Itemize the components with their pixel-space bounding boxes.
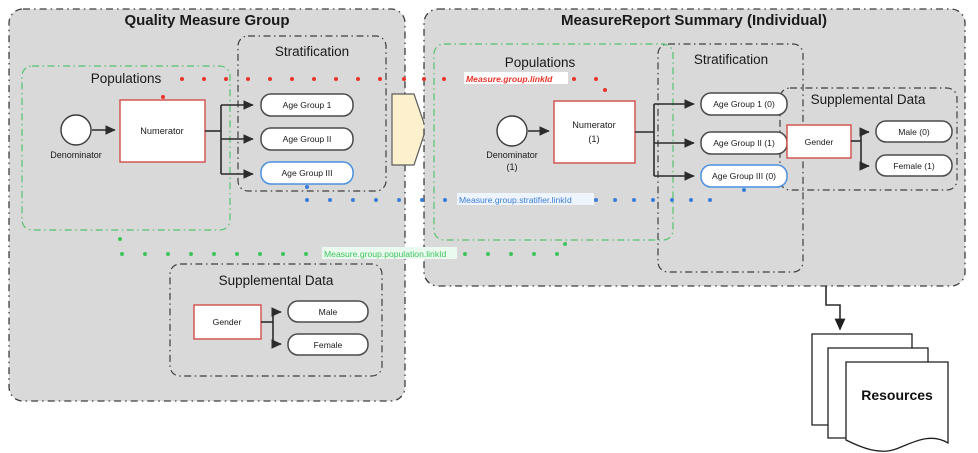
right-stratification-box xyxy=(657,43,804,273)
left-strat-pill-2-label: Age Group III xyxy=(281,168,332,178)
legend-population-linkid: Measure.group.population.linkId xyxy=(324,249,447,259)
green-legend-bg xyxy=(322,247,457,259)
right-numerator-label: Numerator xyxy=(572,120,615,130)
left-strat-pill-0-label: Age Group 1 xyxy=(283,100,332,110)
left-supplemental-title: Supplemental Data xyxy=(219,273,334,288)
left-gender-node xyxy=(193,304,262,340)
resource-sheet-front xyxy=(845,361,949,452)
left-gender-label: Gender xyxy=(213,317,242,327)
legend-group-linkid: Measure.group.linkId xyxy=(466,74,553,84)
right-supplemental-title: Supplemental Data xyxy=(811,92,926,107)
left-stratification-title: Stratification xyxy=(275,44,349,59)
right-supp-pill-1-label: Female (1) xyxy=(893,161,935,171)
right-supp-pill-0 xyxy=(875,120,953,143)
left-supplemental-box xyxy=(169,263,383,377)
left-stratification-box xyxy=(237,35,387,192)
flow-chevron-icon xyxy=(391,93,427,166)
right-stratification-title: Stratification xyxy=(694,52,768,67)
left-supp-pill-1-label: Female xyxy=(314,340,343,350)
right-denominator-count: (1) xyxy=(507,162,518,172)
red-linkage-dots xyxy=(161,77,607,99)
report-to-resources-connector xyxy=(825,286,846,331)
right-denominator-label: Denominator xyxy=(486,150,538,160)
left-numerator-node xyxy=(119,99,206,163)
left-supp-pill-1 xyxy=(287,333,369,356)
right-populations-title: Populations xyxy=(505,55,576,70)
right-denominator-node xyxy=(496,115,528,147)
right-numerator-count: (1) xyxy=(588,134,599,144)
right-strat-pill-2-label: Age Group III (0) xyxy=(712,171,776,181)
left-supp-pill-0-label: Male xyxy=(319,307,338,317)
blue-linkage-dots xyxy=(305,185,746,202)
green-linkage-dots xyxy=(118,237,567,256)
left-strat-pill-1 xyxy=(260,127,354,151)
right-numerator-node xyxy=(553,100,636,164)
right-strat-pill-1-label: Age Group II (1) xyxy=(713,138,775,148)
red-legend-bg xyxy=(464,72,568,84)
legend-stratifier-linkid: Measure.group.stratifier.linkId xyxy=(459,195,572,205)
right-gender-node xyxy=(786,124,852,159)
right-populations-box xyxy=(433,43,674,241)
panel-left-title: Quality Measure Group xyxy=(124,12,289,29)
right-strat-pill-0 xyxy=(700,92,788,116)
left-denominator-node xyxy=(60,114,92,146)
left-populations-title: Populations xyxy=(91,71,162,86)
left-denominator-label: Denominator xyxy=(50,150,102,160)
right-supp-pill-0-label: Male (0) xyxy=(898,127,930,137)
resources-label: Resources xyxy=(861,387,933,403)
right-strat-pill-2 xyxy=(700,164,788,188)
right-strat-pill-0-label: Age Group 1 (0) xyxy=(713,99,775,109)
right-supp-pill-1 xyxy=(875,154,953,177)
left-strat-pill-1-label: Age Group II xyxy=(283,134,332,144)
left-numerator-label: Numerator xyxy=(140,126,183,136)
left-populations-box xyxy=(21,65,231,231)
blue-legend-bg xyxy=(457,193,594,205)
left-supp-pill-0 xyxy=(287,300,369,323)
left-strat-pill-0 xyxy=(260,93,354,117)
right-gender-label: Gender xyxy=(805,137,834,147)
panel-measurereport-summary xyxy=(423,8,966,287)
panel-right-title: MeasureReport Summary (Individual) xyxy=(561,12,827,29)
left-strat-pill-2 xyxy=(260,161,354,185)
